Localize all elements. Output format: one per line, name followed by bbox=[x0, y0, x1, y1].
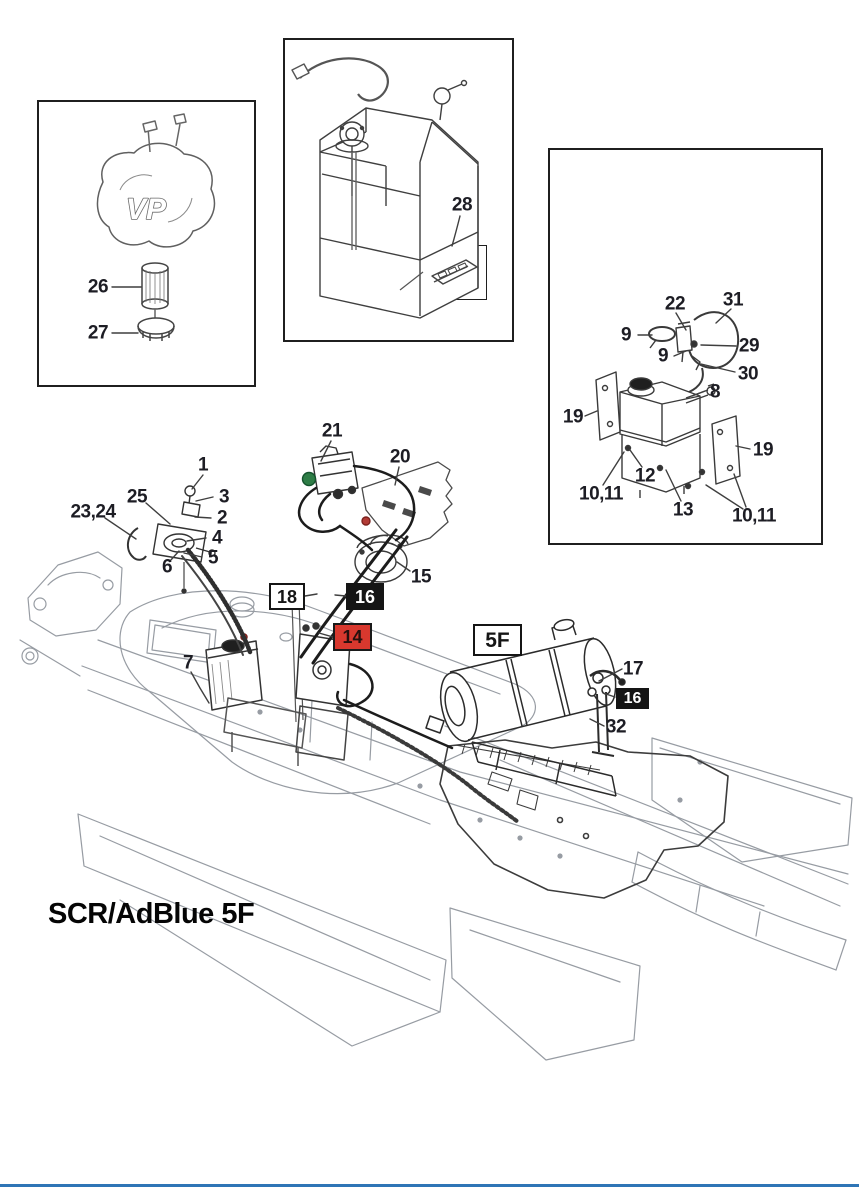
callout-1: 1 bbox=[197, 454, 209, 476]
page-title: SCR/AdBlue 5F bbox=[48, 898, 255, 930]
tag-hose-14: 14 bbox=[333, 623, 372, 651]
callout-3: 3 bbox=[218, 486, 230, 508]
leader-lines bbox=[104, 215, 751, 727]
inset-box-adblue-tank bbox=[283, 38, 514, 342]
callout-7: 7 bbox=[182, 652, 194, 674]
callout-31: 31 bbox=[722, 289, 744, 311]
bracket-20-drawing bbox=[361, 461, 453, 547]
callout-22: 22 bbox=[664, 293, 686, 315]
inset-box-pump-filter bbox=[37, 100, 256, 387]
inset-expansion-tank-drawing bbox=[595, 311, 741, 498]
callout-26: 26 bbox=[87, 276, 109, 298]
callout-19-right: 19 bbox=[752, 439, 774, 461]
callout-8: 8 bbox=[709, 381, 721, 403]
tag-hose-18: 18 bbox=[269, 583, 305, 610]
callout-23-24: 23,24 bbox=[70, 501, 116, 523]
callout-4: 4 bbox=[211, 527, 223, 549]
callout-28: 28 bbox=[451, 194, 473, 216]
scr-muffler-drawing bbox=[425, 618, 626, 797]
callout-21: 21 bbox=[321, 420, 343, 442]
callout-20: 20 bbox=[389, 446, 411, 468]
valve-21-drawing bbox=[301, 445, 359, 500]
tag-scr-5f: 5F bbox=[473, 624, 522, 656]
callout-13: 13 bbox=[672, 499, 694, 521]
callout-19-left: 19 bbox=[562, 406, 584, 428]
callout-10-11-left: 10,11 bbox=[579, 483, 624, 505]
callout-30: 30 bbox=[737, 363, 759, 385]
callout-6: 6 bbox=[161, 556, 173, 578]
chassis-linework bbox=[19, 551, 853, 1061]
callout-5: 5 bbox=[207, 547, 219, 569]
heat-shield-panel bbox=[439, 739, 729, 899]
callout-10-11-right: 10,11 bbox=[732, 505, 777, 527]
callout-9a: 9 bbox=[620, 324, 632, 346]
callout-15: 15 bbox=[410, 566, 432, 588]
tag-sensor-16-lower: 16 bbox=[616, 688, 649, 709]
callout-17: 17 bbox=[622, 658, 644, 680]
callout-29: 29 bbox=[738, 335, 760, 357]
callout-2: 2 bbox=[216, 507, 228, 529]
callout-27: 27 bbox=[87, 322, 109, 344]
callout-12: 12 bbox=[634, 465, 656, 487]
inset-adblue-tank-drawing bbox=[291, 57, 479, 319]
tag-hose-16-upper: 16 bbox=[346, 583, 384, 610]
footer-rule bbox=[0, 1184, 859, 1187]
callout-9b: 9 bbox=[657, 345, 669, 367]
vp-logo-text: VP bbox=[126, 193, 167, 226]
pump-assembly-drawing bbox=[205, 599, 351, 766]
callout-25: 25 bbox=[126, 486, 148, 508]
inset-pump-filter-drawing: VP bbox=[96, 113, 216, 341]
inset-box-expansion-tank bbox=[548, 148, 823, 545]
callout-32: 32 bbox=[605, 716, 627, 738]
